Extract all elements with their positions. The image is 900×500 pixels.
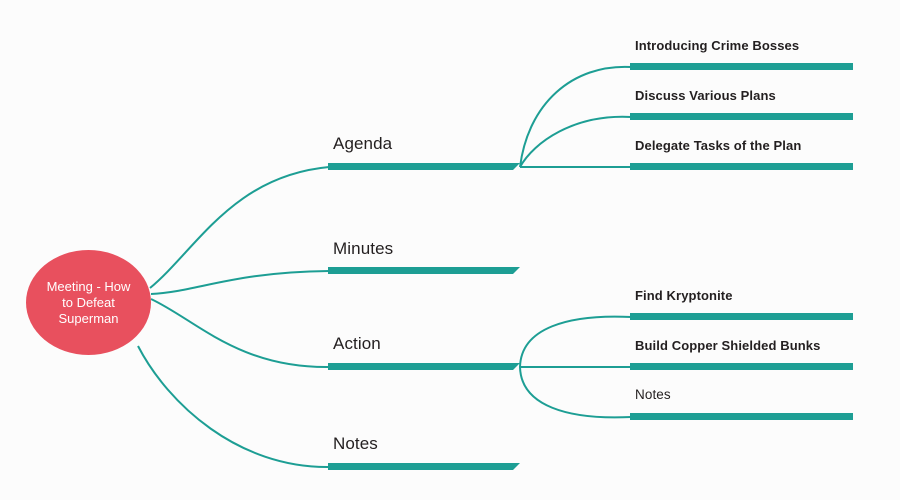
edge-root-to-agenda [149, 166, 330, 289]
edge-agenda-to-child-2 [519, 115, 632, 168]
edge-root-to-action [150, 298, 330, 369]
root-label-line-2: to Defeat [62, 294, 115, 310]
root-node[interactable]: Meeting - How to Defeat Superman [26, 250, 151, 355]
branch-bar-agenda[interactable] [328, 163, 520, 170]
edge-agenda-to-child-1 [519, 65, 632, 168]
subbranch-bar-delegate-tasks-of-the-plan[interactable] [630, 163, 853, 170]
root-node-label: Meeting - How to Defeat Superman [41, 279, 137, 327]
branch-bar-notes[interactable] [328, 463, 520, 470]
subbranch-bar-introducing-crime-bosses[interactable] [630, 63, 853, 70]
root-label-line-1: Meeting - How [46, 278, 131, 294]
subbranch-bar-find-kryptonite[interactable] [630, 313, 853, 320]
branch-label-action[interactable]: Action [333, 334, 381, 353]
branch-bar-minutes[interactable] [328, 267, 520, 274]
subbranch-bar-build-copper-shielded-bunks[interactable] [630, 363, 853, 370]
branch-label-minutes[interactable]: Minutes [333, 239, 394, 258]
subbranch-label-build-copper-shielded-bunks[interactable]: Build Copper Shielded Bunks [635, 338, 821, 353]
subbranch-label-find-kryptonite[interactable]: Find Kryptonite [635, 288, 733, 303]
edge-root-to-minutes [150, 270, 330, 295]
branch-label-notes[interactable]: Notes [333, 434, 378, 453]
edge-action-to-child-3 [519, 366, 632, 419]
edge-root-to-notes [137, 345, 330, 469]
subbranch-label-notes[interactable]: Notes [635, 387, 671, 402]
branch-label-agenda[interactable]: Agenda [333, 134, 393, 153]
root-label-line-3: Superman [58, 310, 119, 326]
subbranch-bar-notes[interactable] [630, 413, 853, 420]
edge-action-to-child-1 [519, 315, 632, 368]
subbranch-label-discuss-various-plans[interactable]: Discuss Various Plans [635, 88, 776, 103]
subbranch-label-delegate-tasks-of-the-plan[interactable]: Delegate Tasks of the Plan [635, 138, 802, 153]
subbranch-bar-discuss-various-plans[interactable] [630, 113, 853, 120]
branch-bar-action[interactable] [328, 363, 520, 370]
subbranch-label-introducing-crime-bosses[interactable]: Introducing Crime Bosses [635, 38, 800, 53]
